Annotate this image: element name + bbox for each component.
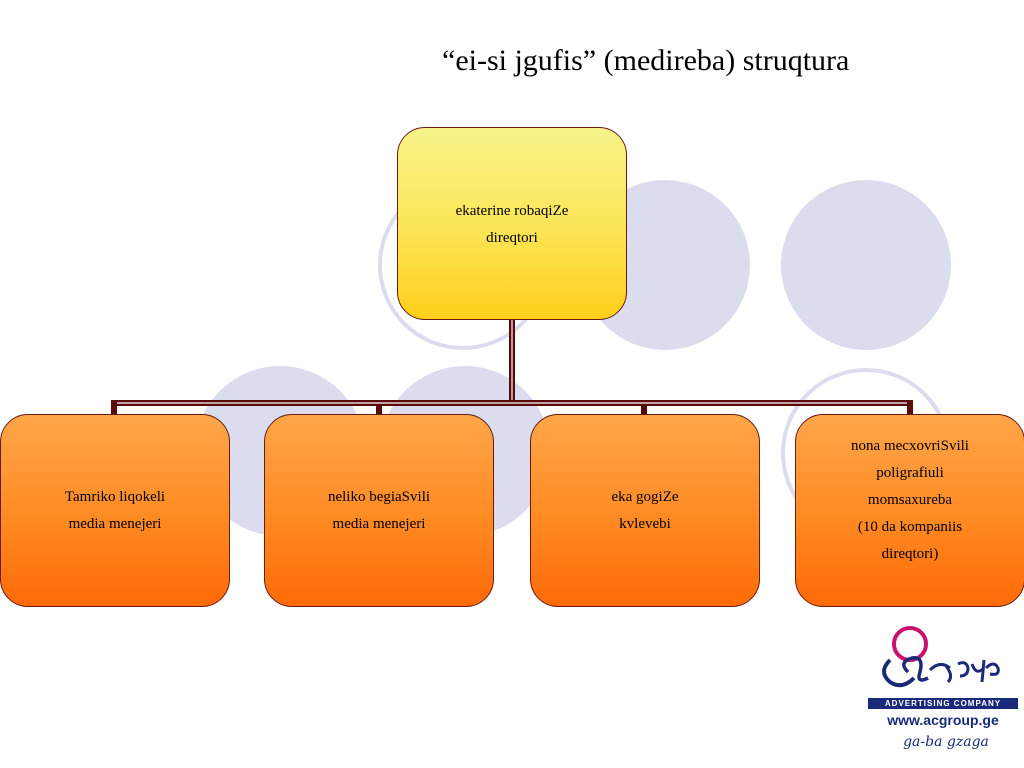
slide-title: “ei-si jgufis” (medireba) struqtura — [442, 44, 850, 77]
logo-tagline: ADVERTISING COMPANY — [868, 698, 1018, 709]
logo-url: www.acgroup.ge — [887, 712, 999, 728]
child-name: eka gogiZe — [611, 488, 679, 505]
child-node-media-manager-1: Tamriko liqokeli media menejeri — [0, 414, 230, 607]
child-name: nona mecxovriSvili — [851, 438, 969, 454]
root-name: ekaterine robaqiZe — [455, 203, 569, 219]
child-role: media menejeri — [68, 515, 162, 532]
child-role: media menejeri — [332, 515, 426, 532]
child-role: kvlevebi — [619, 515, 671, 532]
child-role-line-3: (10 da kompaniis — [857, 519, 963, 535]
child-node-media-manager-2: neliko begiaSvili media menejeri — [264, 414, 494, 607]
root-node-director: ekaterine robaqiZe direqtori — [397, 127, 627, 320]
decorative-circle — [781, 180, 951, 350]
acgroup-logo: ADVERTISING COMPANY www.acgroup.ge ga-ba… — [868, 620, 1018, 760]
acgroup-logo-mark — [882, 626, 1000, 688]
child-role-line-1: poligrafiuli — [876, 465, 944, 481]
child-name: neliko begiaSvili — [327, 488, 431, 505]
logo-signature: ga-ba gzaga — [903, 734, 989, 750]
child-name: Tamriko liqokeli — [64, 488, 166, 505]
root-role: direqtori — [486, 230, 538, 246]
child-node-research: eka gogiZe kvlevebi — [530, 414, 760, 607]
child-node-printing-services: nona mecxovriSvili poligrafiuli momsaxur… — [795, 414, 1024, 607]
child-role-line-2: momsaxureba — [867, 492, 953, 508]
child-role-line-4: direqtori) — [881, 546, 939, 562]
